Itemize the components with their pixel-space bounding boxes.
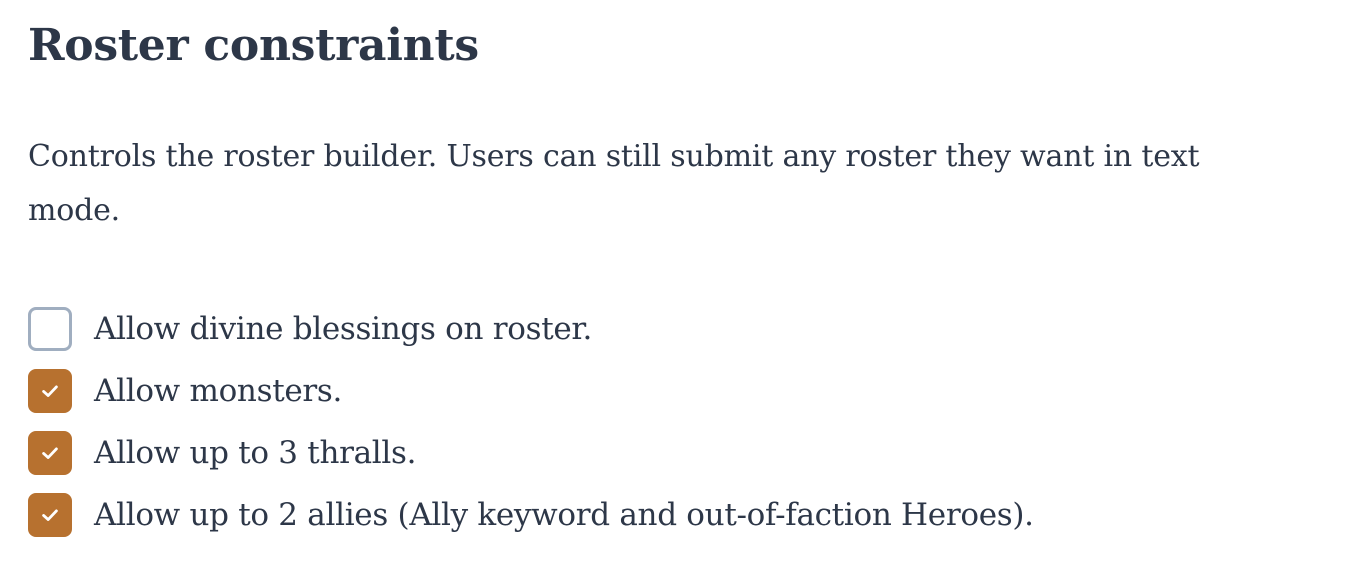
allow-divine-blessings-label[interactable]: Allow divine blessings on roster.	[94, 311, 593, 347]
page-title: Roster constraints	[28, 20, 479, 71]
option-allow-allies: Allow up to 2 allies (Ally keyword and o…	[28, 484, 1330, 546]
option-allow-divine-blessings: Allow divine blessings on roster.	[28, 298, 1330, 360]
allow-allies-label[interactable]: Allow up to 2 allies (Ally keyword and o…	[94, 497, 1034, 533]
check-icon	[42, 447, 58, 459]
allow-divine-blessings-checkbox[interactable]	[28, 307, 72, 351]
allow-allies-checkbox[interactable]	[28, 493, 72, 537]
option-allow-thralls: Allow up to 3 thralls.	[28, 422, 1330, 484]
allow-thralls-checkbox[interactable]	[28, 431, 72, 475]
roster-constraints-panel: Roster constraints Controls the roster b…	[28, 14, 1330, 546]
allow-monsters-checkbox[interactable]	[28, 369, 72, 413]
allow-thralls-label[interactable]: Allow up to 3 thralls.	[94, 435, 417, 471]
check-icon	[42, 385, 58, 397]
check-icon	[42, 509, 58, 521]
allow-monsters-label[interactable]: Allow monsters.	[94, 373, 343, 409]
option-allow-monsters: Allow monsters.	[28, 360, 1330, 422]
section-description: Controls the roster builder. Users can s…	[28, 139, 1200, 228]
options-list: Allow divine blessings on roster. Allow …	[28, 298, 1330, 546]
